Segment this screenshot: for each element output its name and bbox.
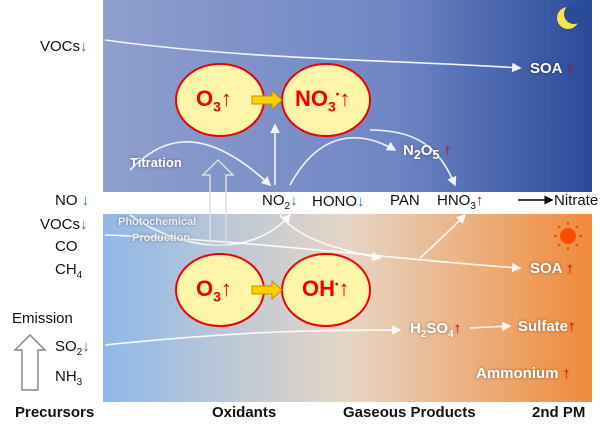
so2-label: SO2↓ [55,338,90,358]
secondary-pm-label: 2nd PM [532,404,586,421]
co-label: CO [55,238,78,255]
ammonium-label: Ammonium ↑ [476,365,571,382]
sun-icon [554,222,582,250]
production-label: Production [132,232,191,244]
yellow-arrows [251,89,283,301]
emission-label: Emission [12,310,73,327]
night-o3: O3↑ [196,86,232,115]
gaseous-products-label: Gaseous Products [343,404,476,421]
emission-arrow [13,333,47,391]
hno3-label: HNO3↑ [437,192,484,212]
day-vocs: VOCs↓ [40,216,88,233]
photochemical-label: Photochemical [118,216,197,228]
day-o3: O3↑ [196,276,232,305]
nh3-label: NH3 [55,368,83,388]
day-oh: OH•↑ [302,276,350,301]
night-no3: NO3•↑ [295,86,351,115]
day-soa: SOA ↑ [530,260,574,277]
photochemical-arrow [201,158,235,246]
no2-label: NO2↓ [262,192,298,212]
moon-icon [557,4,584,29]
hono-label: HONO↓ [312,193,365,210]
ch4-label: CH4 [55,261,83,281]
no-label: NO ↓ [55,192,90,209]
flow-arrows [104,39,522,346]
nitrate-label: Nitrate ↑ [554,192,599,209]
titration-label: Titration [130,155,182,170]
h2so4-label: H2SO4↑ [410,320,462,340]
night-vocs: VOCs↓ [40,38,88,55]
sulfate-label: Sulfate↑ [518,318,576,335]
pan-label: PAN [390,192,420,209]
n2o5-label: N2O5 ↑ [403,142,452,162]
night-soa: SOA ↑ [530,60,574,77]
precursors-label: Precursors [15,404,95,421]
oxidants-label: Oxidants [212,404,277,421]
